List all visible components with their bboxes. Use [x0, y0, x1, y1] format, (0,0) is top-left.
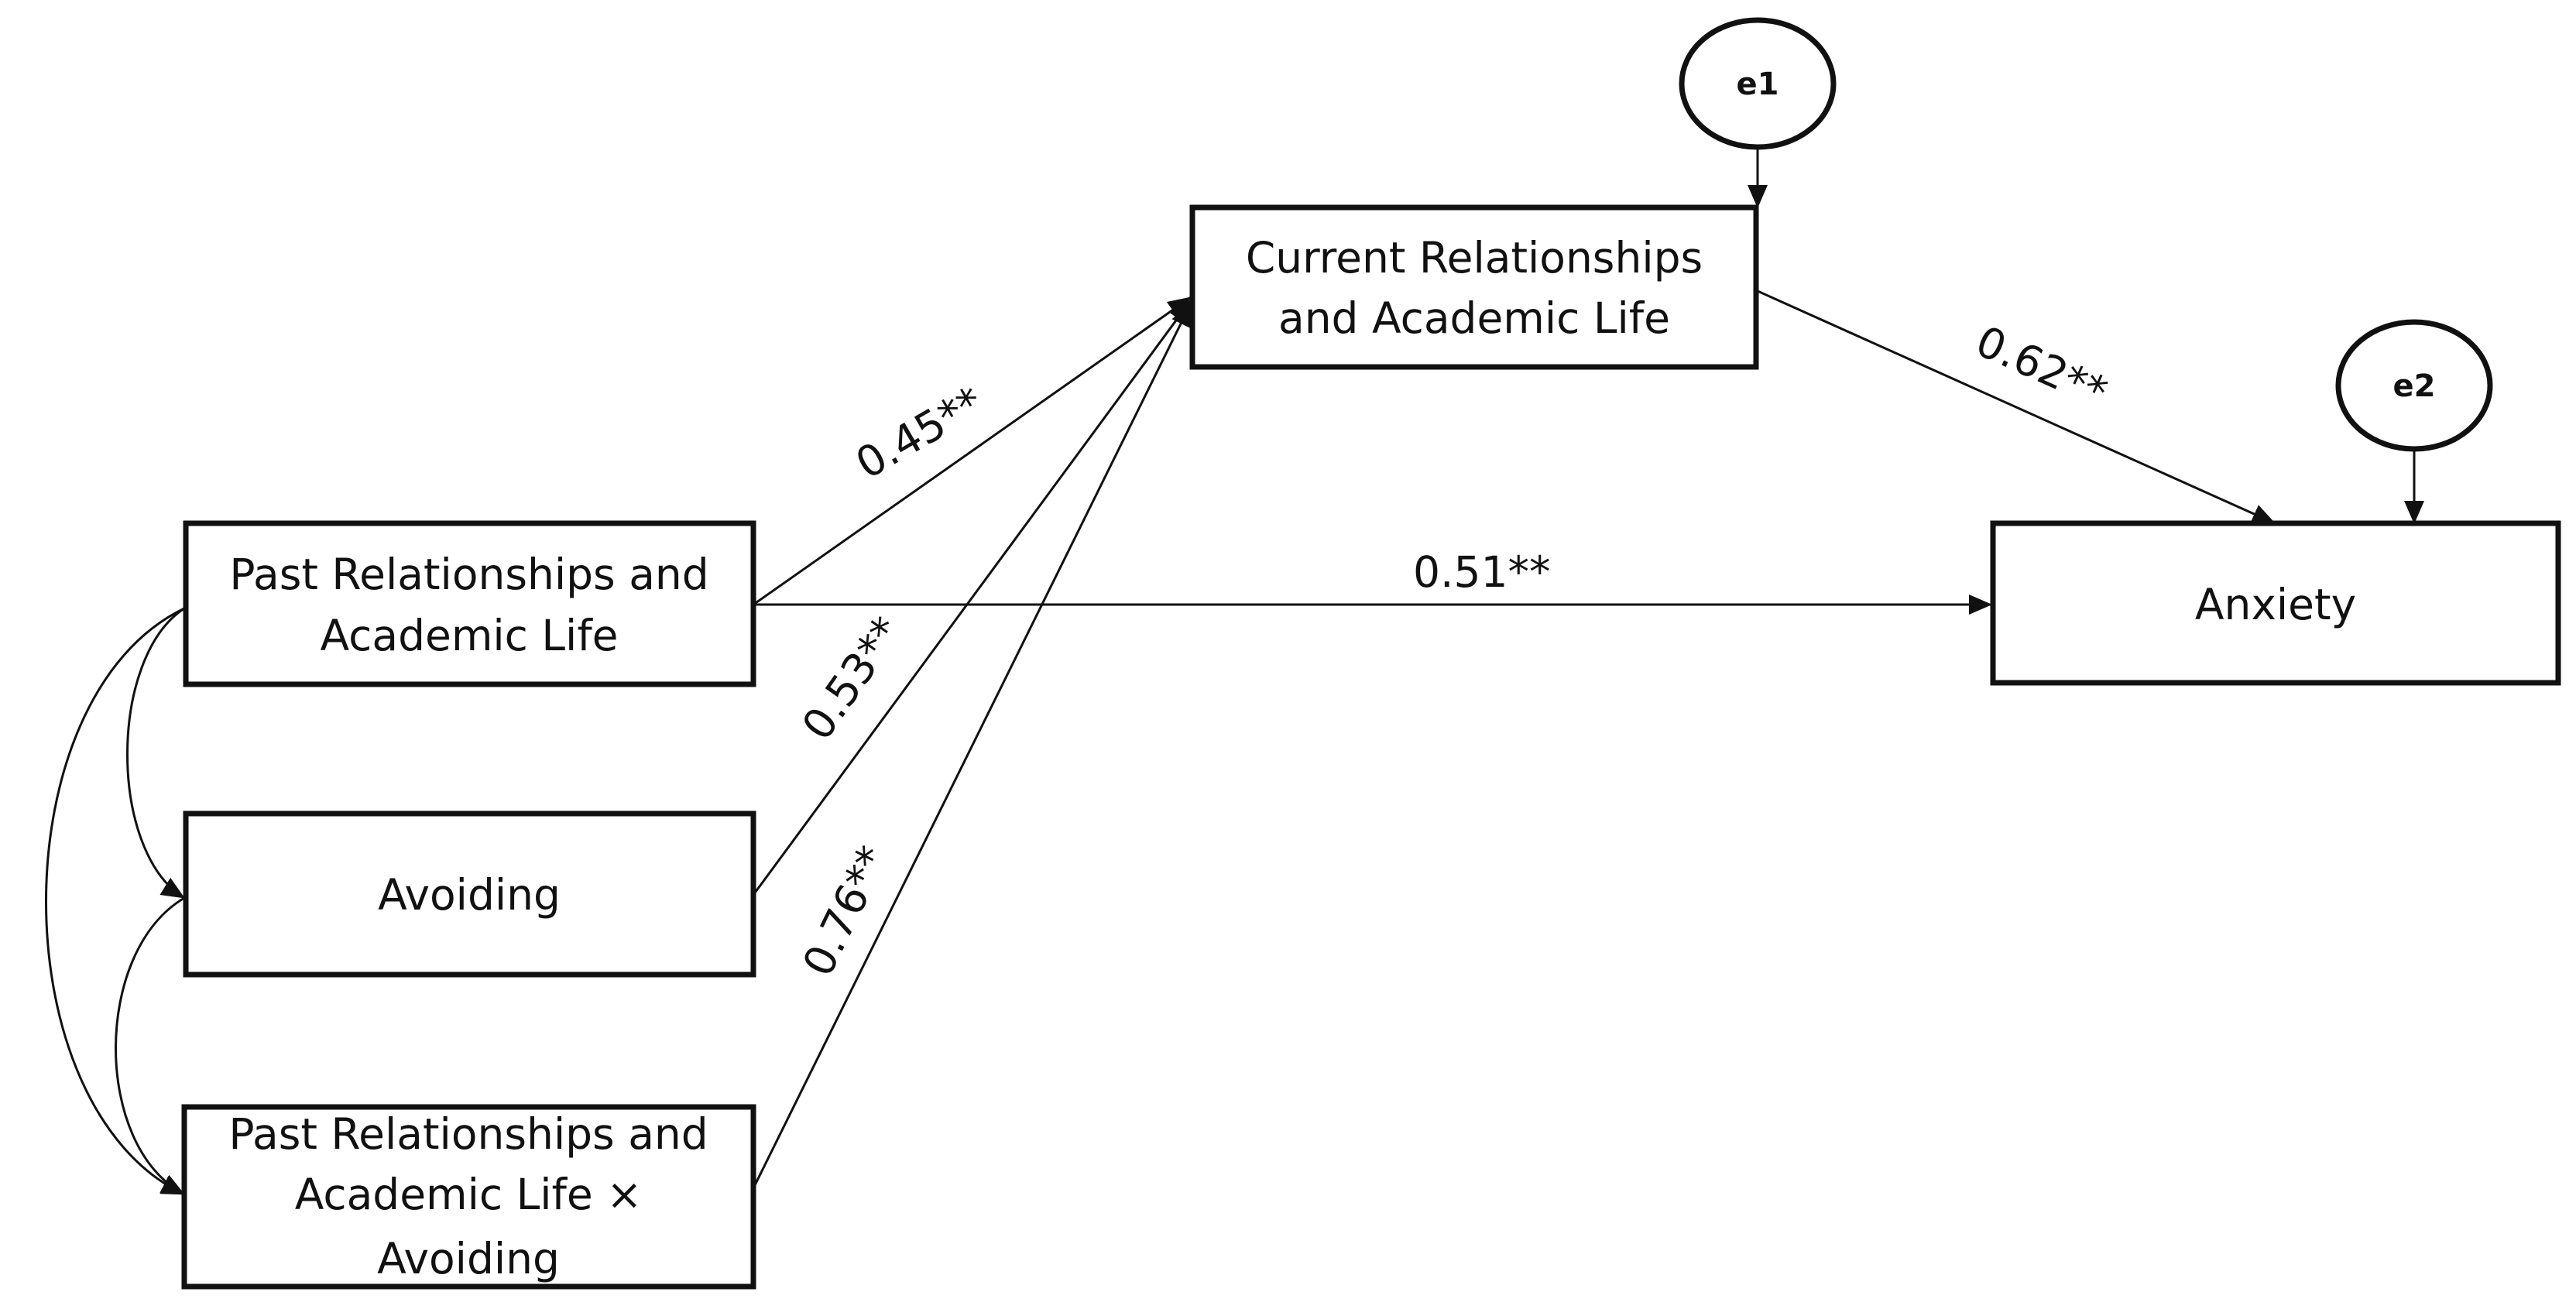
coef-past-to-current: 0.45**	[848, 377, 992, 488]
covariance-avoiding-interaction	[115, 877, 209, 1196]
node-past-relationships: Past Relationships and Academic Life	[183, 520, 756, 687]
covariance-past-avoiding	[126, 588, 209, 900]
coef-avoiding-to-current: 0.53**	[792, 608, 911, 749]
node-label: Academic Life	[320, 611, 618, 660]
coef-interaction-to-current: 0.76**	[793, 838, 897, 984]
node-label: Avoiding	[377, 1234, 560, 1283]
error-e2: e2	[2335, 319, 2493, 452]
node-anxiety: Anxiety	[1990, 520, 2561, 686]
node-interaction: Past Relationships and Academic Life × A…	[181, 1104, 756, 1290]
node-label: Avoiding	[378, 870, 561, 920]
node-label: and Academic Life	[1278, 293, 1670, 343]
coef-current-to-anxiety: 0.62**	[1969, 316, 2115, 417]
error-label: e2	[2393, 368, 2436, 404]
path-current-to-anxiety	[1757, 290, 2276, 525]
node-label: Current Relationships	[1246, 233, 1703, 283]
coef-past-to-anxiety: 0.51**	[1413, 547, 1550, 597]
path-interaction-to-current	[752, 303, 1192, 1189]
node-avoiding: Avoiding	[183, 810, 756, 978]
node-label: Past Relationships and	[228, 1109, 708, 1159]
error-e1: e1	[1679, 17, 1837, 150]
path-avoiding-to-current	[752, 300, 1192, 896]
node-label: Academic Life ×	[295, 1170, 643, 1219]
error-label: e1	[1737, 67, 1779, 102]
path-past-to-current	[753, 296, 1192, 606]
node-label: Anxiety	[2195, 580, 2356, 629]
node-current-relationships: Current Relationships and Academic Life	[1189, 204, 1759, 370]
covariance-past-interaction	[45, 589, 209, 1196]
node-label: Past Relationships and	[229, 550, 708, 599]
